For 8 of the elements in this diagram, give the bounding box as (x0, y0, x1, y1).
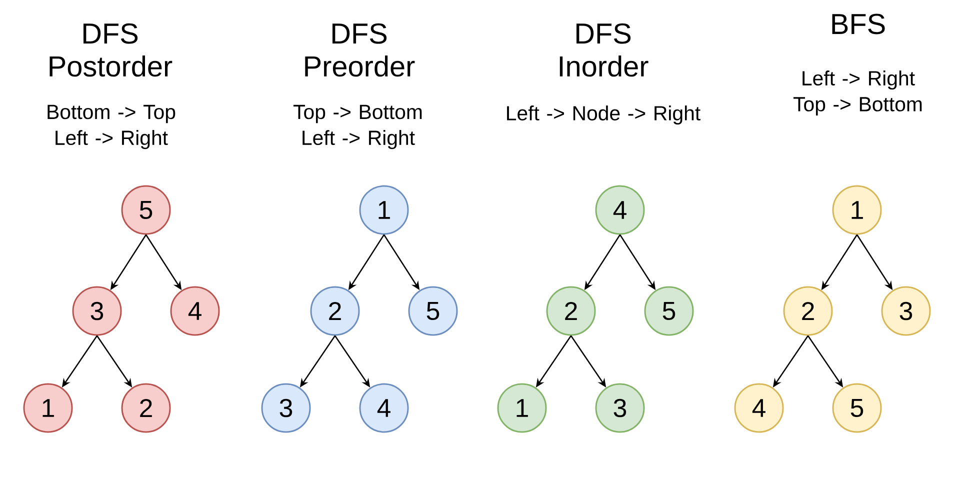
order-note: Left -> Node -> Right (507, 105, 700, 124)
order-note: Bottom -> Top Left -> Right (48, 104, 176, 150)
heading: BFS (832, 14, 885, 34)
order-note: Left -> Right Top -> Bottom (793, 70, 922, 116)
heading: DFS Inorder (560, 23, 648, 77)
order-note: Top -> Bottom Left -> Right (293, 104, 422, 150)
heading: DFS Preorder (305, 23, 415, 77)
heading: DFS Postorder (50, 23, 172, 77)
